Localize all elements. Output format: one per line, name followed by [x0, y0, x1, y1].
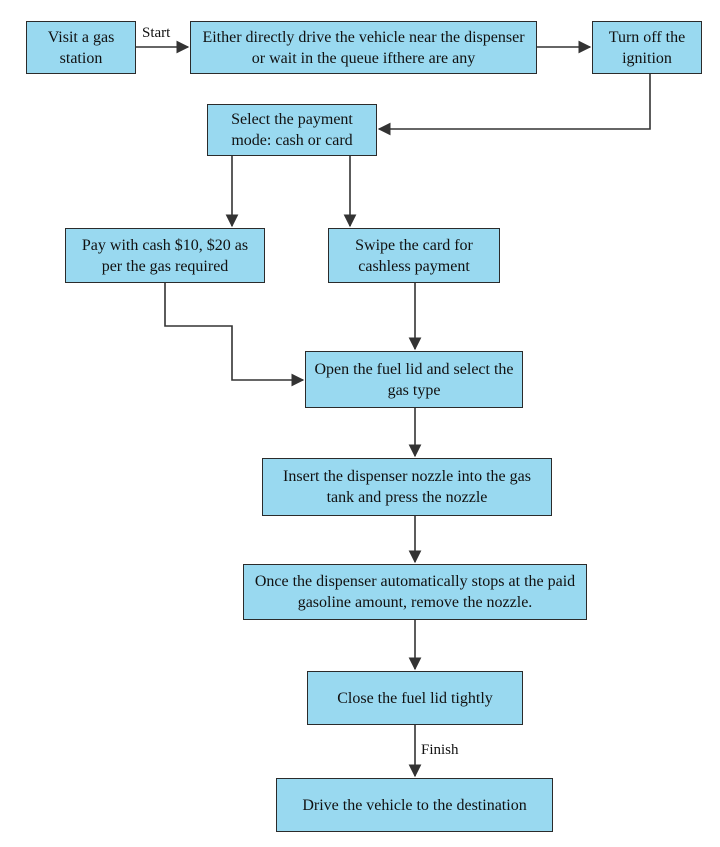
node-close-fuel-lid: Close the fuel lid tightly — [307, 671, 523, 725]
node-remove-label: Once the dispenser automatically stops a… — [254, 573, 576, 611]
node-pay-with-cash: Pay with cash $10, $20 as per the gas re… — [65, 228, 265, 283]
node-swipe-card: Swipe the card for cashless payment — [328, 228, 500, 283]
node-remove-nozzle: Once the dispenser automatically stops a… — [243, 564, 587, 620]
node-approach-label: Either directly drive the vehicle near t… — [202, 28, 525, 67]
node-approach-dispenser: Either directly drive the vehicle near t… — [190, 21, 537, 74]
node-insert-nozzle: Insert the dispenser nozzle into the gas… — [262, 458, 552, 516]
edge-label-start: Start — [142, 25, 171, 41]
node-visit-label: Visit a gas station — [47, 28, 115, 67]
node-open-fuel-lid: Open the fuel lid and select the gas typ… — [305, 351, 523, 408]
node-select-payment-mode: Select the payment mode: cash or card — [207, 104, 377, 156]
arrow-ignition-to-payment — [377, 74, 651, 136]
node-drive-to-destination: Drive the vehicle to the destination — [276, 778, 553, 832]
node-payment-label: Select the payment mode: cash or card — [231, 111, 353, 149]
node-nozzle-label: Insert the dispenser nozzle into the gas… — [283, 468, 531, 506]
edge-label-finish: Finish — [421, 742, 459, 758]
node-closelid-label: Close the fuel lid tightly — [337, 689, 493, 707]
node-ignition-label: Turn off the ignition — [608, 28, 686, 67]
node-visit-gas-station: Visit a gas station — [26, 21, 136, 74]
node-drive-label: Drive the vehicle to the destination — [302, 796, 527, 814]
node-fuellid-label: Open the fuel lid and select the gas typ… — [314, 360, 514, 399]
node-cash-label: Pay with cash $10, $20 as per the gas re… — [81, 236, 249, 275]
node-card-label: Swipe the card for cashless payment — [355, 236, 473, 275]
node-turn-off-ignition: Turn off the ignition — [592, 21, 702, 74]
arrow-cash-to-fuellid — [164, 283, 305, 387]
